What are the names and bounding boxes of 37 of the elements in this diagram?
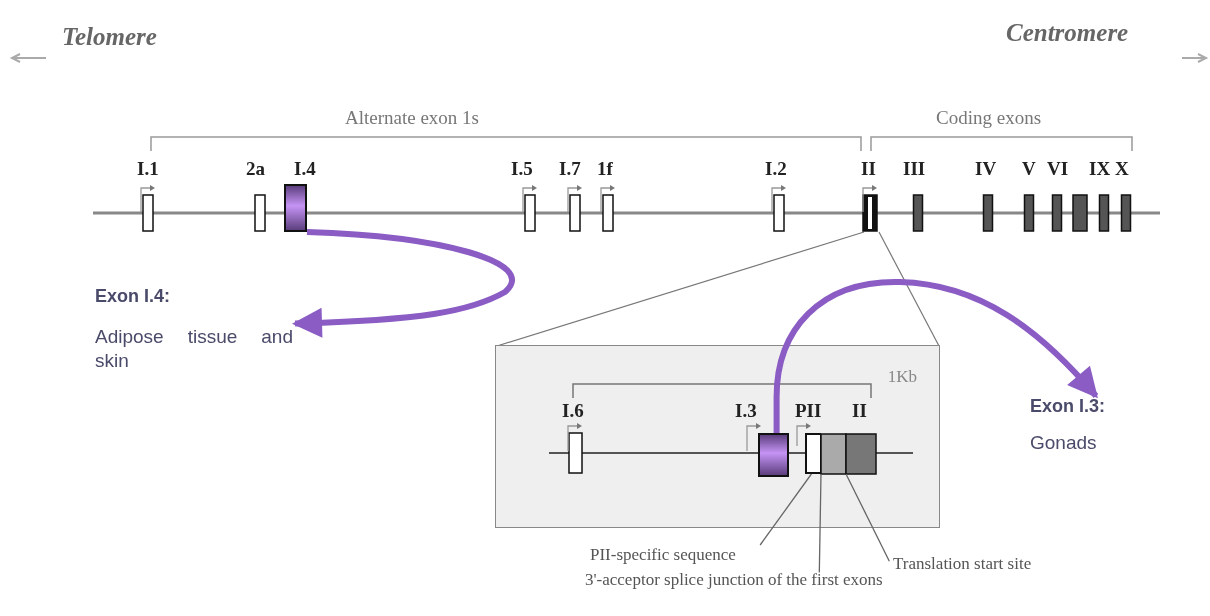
exon-heading: Exon I.3: xyxy=(1030,396,1106,417)
exon-label: X xyxy=(1115,159,1129,178)
annotation-text: PII-specific sequence xyxy=(590,545,795,569)
exon-label: 1f xyxy=(597,159,613,178)
exon-label: II xyxy=(861,159,876,178)
direction-label: Centromere xyxy=(1006,20,1129,45)
exon-label: II xyxy=(852,401,867,420)
tissue-text: Adipose tissue and skin xyxy=(95,325,293,373)
exon-label: I.7 xyxy=(559,159,581,178)
exon-label: I.2 xyxy=(765,159,787,178)
inset-panel xyxy=(495,345,940,528)
exon-label: IV xyxy=(975,159,997,178)
exon-label: V xyxy=(1022,159,1036,178)
curved-arrow xyxy=(773,279,1099,433)
bracket-label: Alternate exon 1s xyxy=(345,108,479,127)
direction-label: Telomere xyxy=(62,24,157,49)
exon-heading: Exon I.4: xyxy=(95,286,171,307)
curved-arrow xyxy=(292,229,515,338)
exon-label: IX xyxy=(1089,159,1111,178)
exon-label: 2a xyxy=(246,159,265,178)
exon-label: PII xyxy=(795,401,822,420)
leader-line xyxy=(818,473,822,574)
leader-line xyxy=(845,473,890,562)
tissue-text: Gonads xyxy=(1030,431,1098,455)
exon-label: I.3 xyxy=(735,401,757,420)
exon-label: I.1 xyxy=(137,159,159,178)
exon-box xyxy=(758,433,789,477)
exon-label: I.4 xyxy=(294,159,316,178)
bracket-label: Coding exons xyxy=(936,108,1042,127)
exon-label: VI xyxy=(1047,159,1069,178)
exon-label: III xyxy=(903,159,926,178)
leader-line xyxy=(759,473,813,546)
scale-label: 1Kb xyxy=(887,367,917,387)
exon-box xyxy=(284,184,307,232)
exon-label: I.6 xyxy=(562,401,584,420)
exon-box xyxy=(805,433,821,474)
exon-label: I.5 xyxy=(511,159,533,178)
